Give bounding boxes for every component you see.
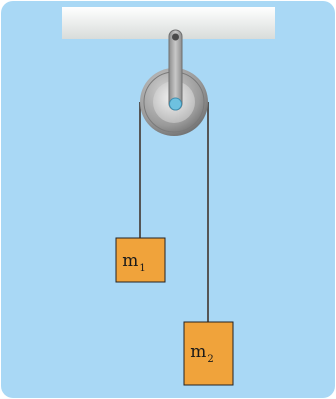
mass-1-subscript: 1 [139, 263, 145, 274]
mass-1-label: m1 [122, 251, 146, 274]
hanger-pin [172, 33, 179, 41]
mass-2-label: m2 [190, 342, 214, 365]
mass-2-subscript: 2 [207, 354, 213, 365]
mass-1-symbol: m [122, 251, 138, 271]
ceiling-bar [62, 7, 275, 39]
pulley-hanger [168, 29, 183, 111]
mass-block-2: m2 [183, 321, 234, 386]
mass-2-box [183, 321, 234, 386]
pulley-axle [169, 97, 182, 111]
mass-block-1: m1 [115, 237, 166, 283]
mass-2-symbol: m [190, 342, 206, 362]
mass-1-box [115, 237, 166, 283]
